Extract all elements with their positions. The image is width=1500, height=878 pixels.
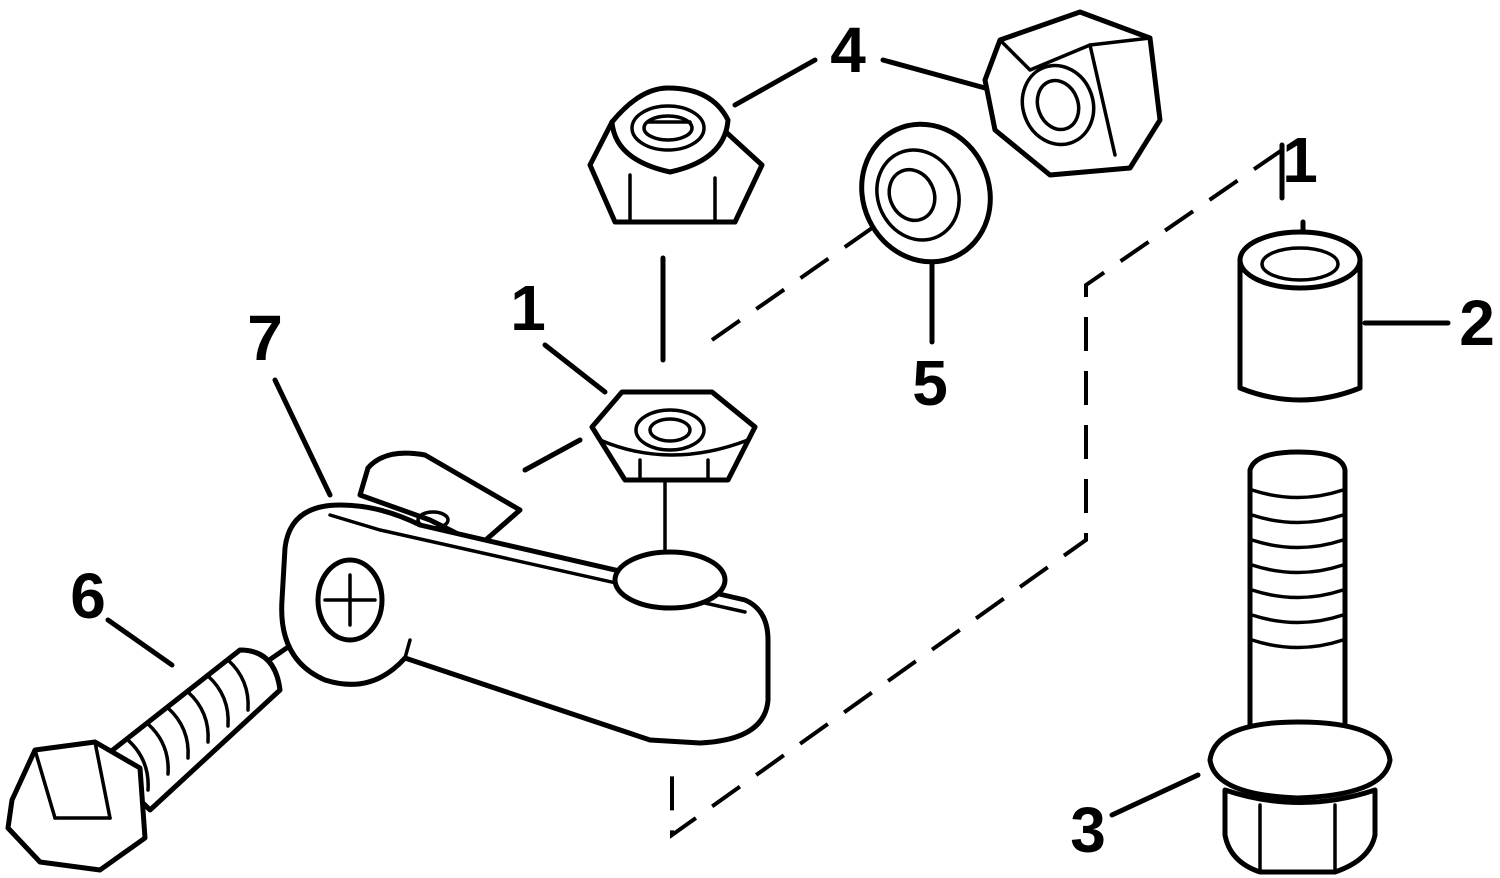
callout-5: 5 <box>912 347 948 419</box>
callout-1-nut: 1 <box>510 272 546 344</box>
spacer-bushing <box>1237 229 1363 403</box>
leader-lines <box>105 57 1451 839</box>
clevis-yoke <box>279 450 771 746</box>
hex-nut-large <box>982 9 1163 178</box>
callout-6: 6 <box>70 560 106 632</box>
hex-nut-small <box>589 389 758 483</box>
hex-bolt <box>5 647 283 873</box>
callout-2: 2 <box>1459 287 1495 359</box>
assembly-dashed-path <box>670 148 1284 839</box>
flat-washer <box>859 121 993 265</box>
callout-labels: 4 1 1 7 5 2 6 3 <box>70 14 1495 866</box>
callout-7: 7 <box>247 302 283 374</box>
callout-3: 3 <box>1070 794 1106 866</box>
locking-nut <box>587 85 765 225</box>
callout-1-top: 1 <box>1282 124 1318 196</box>
flange-bolt <box>1207 449 1393 875</box>
callout-4: 4 <box>830 14 866 86</box>
